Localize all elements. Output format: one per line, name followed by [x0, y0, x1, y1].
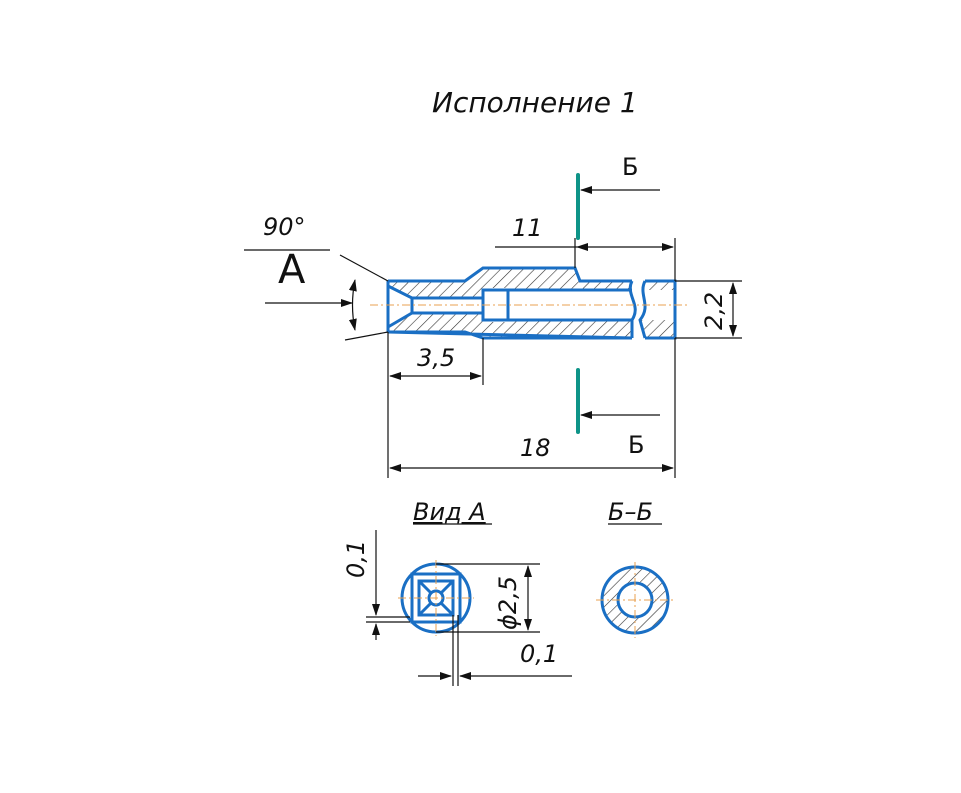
view-letter: А — [278, 247, 306, 293]
dim-2-2: 2,2 — [700, 292, 728, 330]
view-a-label: Вид А — [413, 498, 486, 526]
section-letter-bottom: Б — [628, 431, 644, 459]
section-cut: Б Б — [576, 153, 660, 459]
dim-18: 18 — [520, 434, 551, 462]
section-label: Б–Б — [608, 498, 653, 526]
part-section — [370, 266, 690, 340]
view-a: ϕ2,5 0,1 0,1 — [342, 530, 572, 686]
section-letter-top: Б — [622, 153, 638, 181]
title: Исполнение 1 — [432, 86, 638, 119]
dim-0-1-horizontal: 0,1 — [520, 640, 558, 668]
dim-diameter: ϕ2,5 — [494, 576, 522, 630]
dim-0-1-vertical: 0,1 — [342, 540, 370, 578]
angle-annotation: 90° А — [244, 213, 389, 341]
dim-3-5: 3,5 — [417, 344, 455, 372]
angle-label: 90° — [263, 213, 306, 241]
section-b-b — [596, 562, 674, 638]
dimensions: 11 3,5 18 2,2 — [387, 214, 742, 478]
dim-11: 11 — [512, 214, 543, 242]
